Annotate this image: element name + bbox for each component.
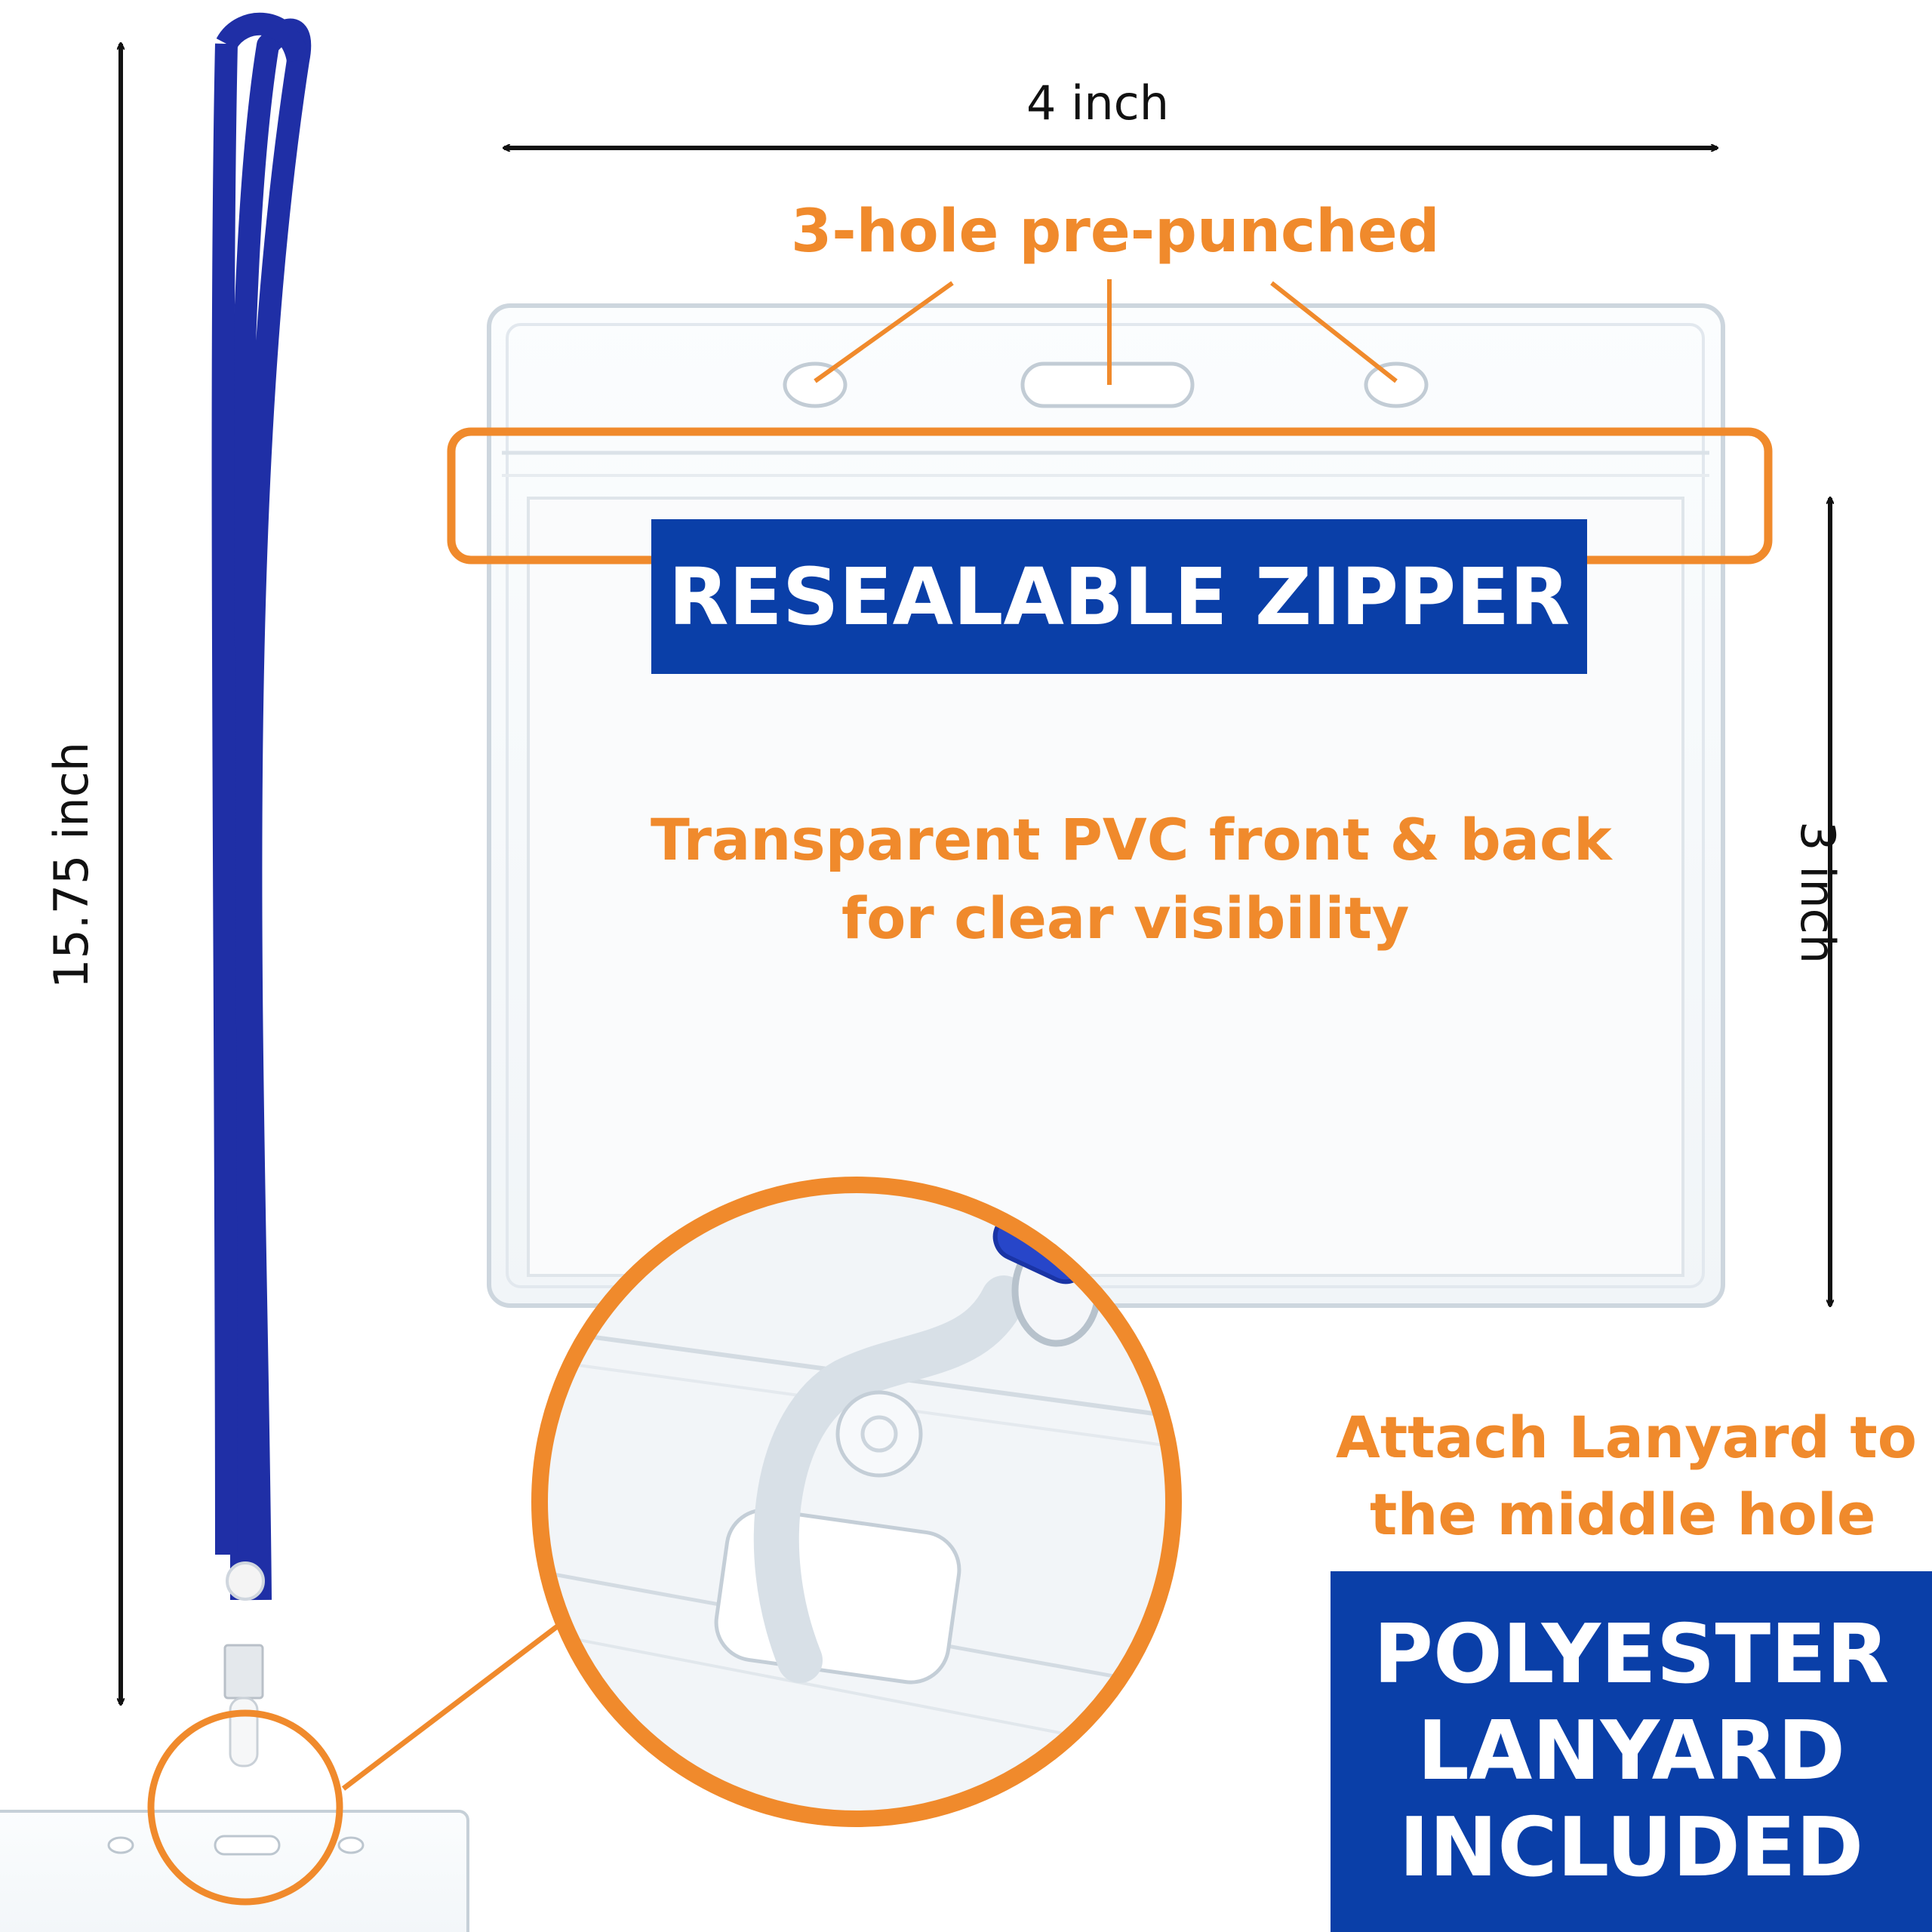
lanyard-banner-line-2: LANYARD	[1417, 1704, 1846, 1798]
zipper-banner-text: RESEALABLE ZIPPER	[668, 550, 1571, 643]
zoom-connector-line	[341, 1620, 565, 1791]
lanyard-included-banner: POLYESTER LANYARD INCLUDED	[1331, 1571, 1932, 1932]
lanyard-banner-line-3: INCLUDED	[1398, 1801, 1864, 1895]
lanyard-length-label: 15.75 inch	[44, 741, 99, 989]
width-label: 4 inch	[1026, 75, 1170, 131]
badge-holder-icon	[0, 1810, 469, 1932]
zipper-banner: RESEALABLE ZIPPER	[651, 519, 1587, 674]
magnifier-circle-icon	[531, 1177, 1182, 1827]
clip-highlight-circle	[147, 1709, 343, 1906]
right-hole	[1364, 361, 1429, 408]
height-label: 3 inch	[1790, 821, 1845, 964]
holes-callout: 3-hole pre-punched	[791, 198, 1440, 266]
attach-line-2: the middle hole	[1370, 1481, 1876, 1548]
lanyard-strap-icon	[211, 12, 312, 1767]
attach-line-1: Attach Lanyard to	[1336, 1404, 1917, 1471]
material-line-1: Transparent PVC front & back	[651, 806, 1612, 873]
lanyard-banner-line-1: POLYESTER	[1373, 1607, 1890, 1702]
material-line-2: for clear visibility	[841, 884, 1410, 952]
hole-pointer-lines	[814, 279, 1398, 385]
left-hole	[783, 361, 848, 408]
